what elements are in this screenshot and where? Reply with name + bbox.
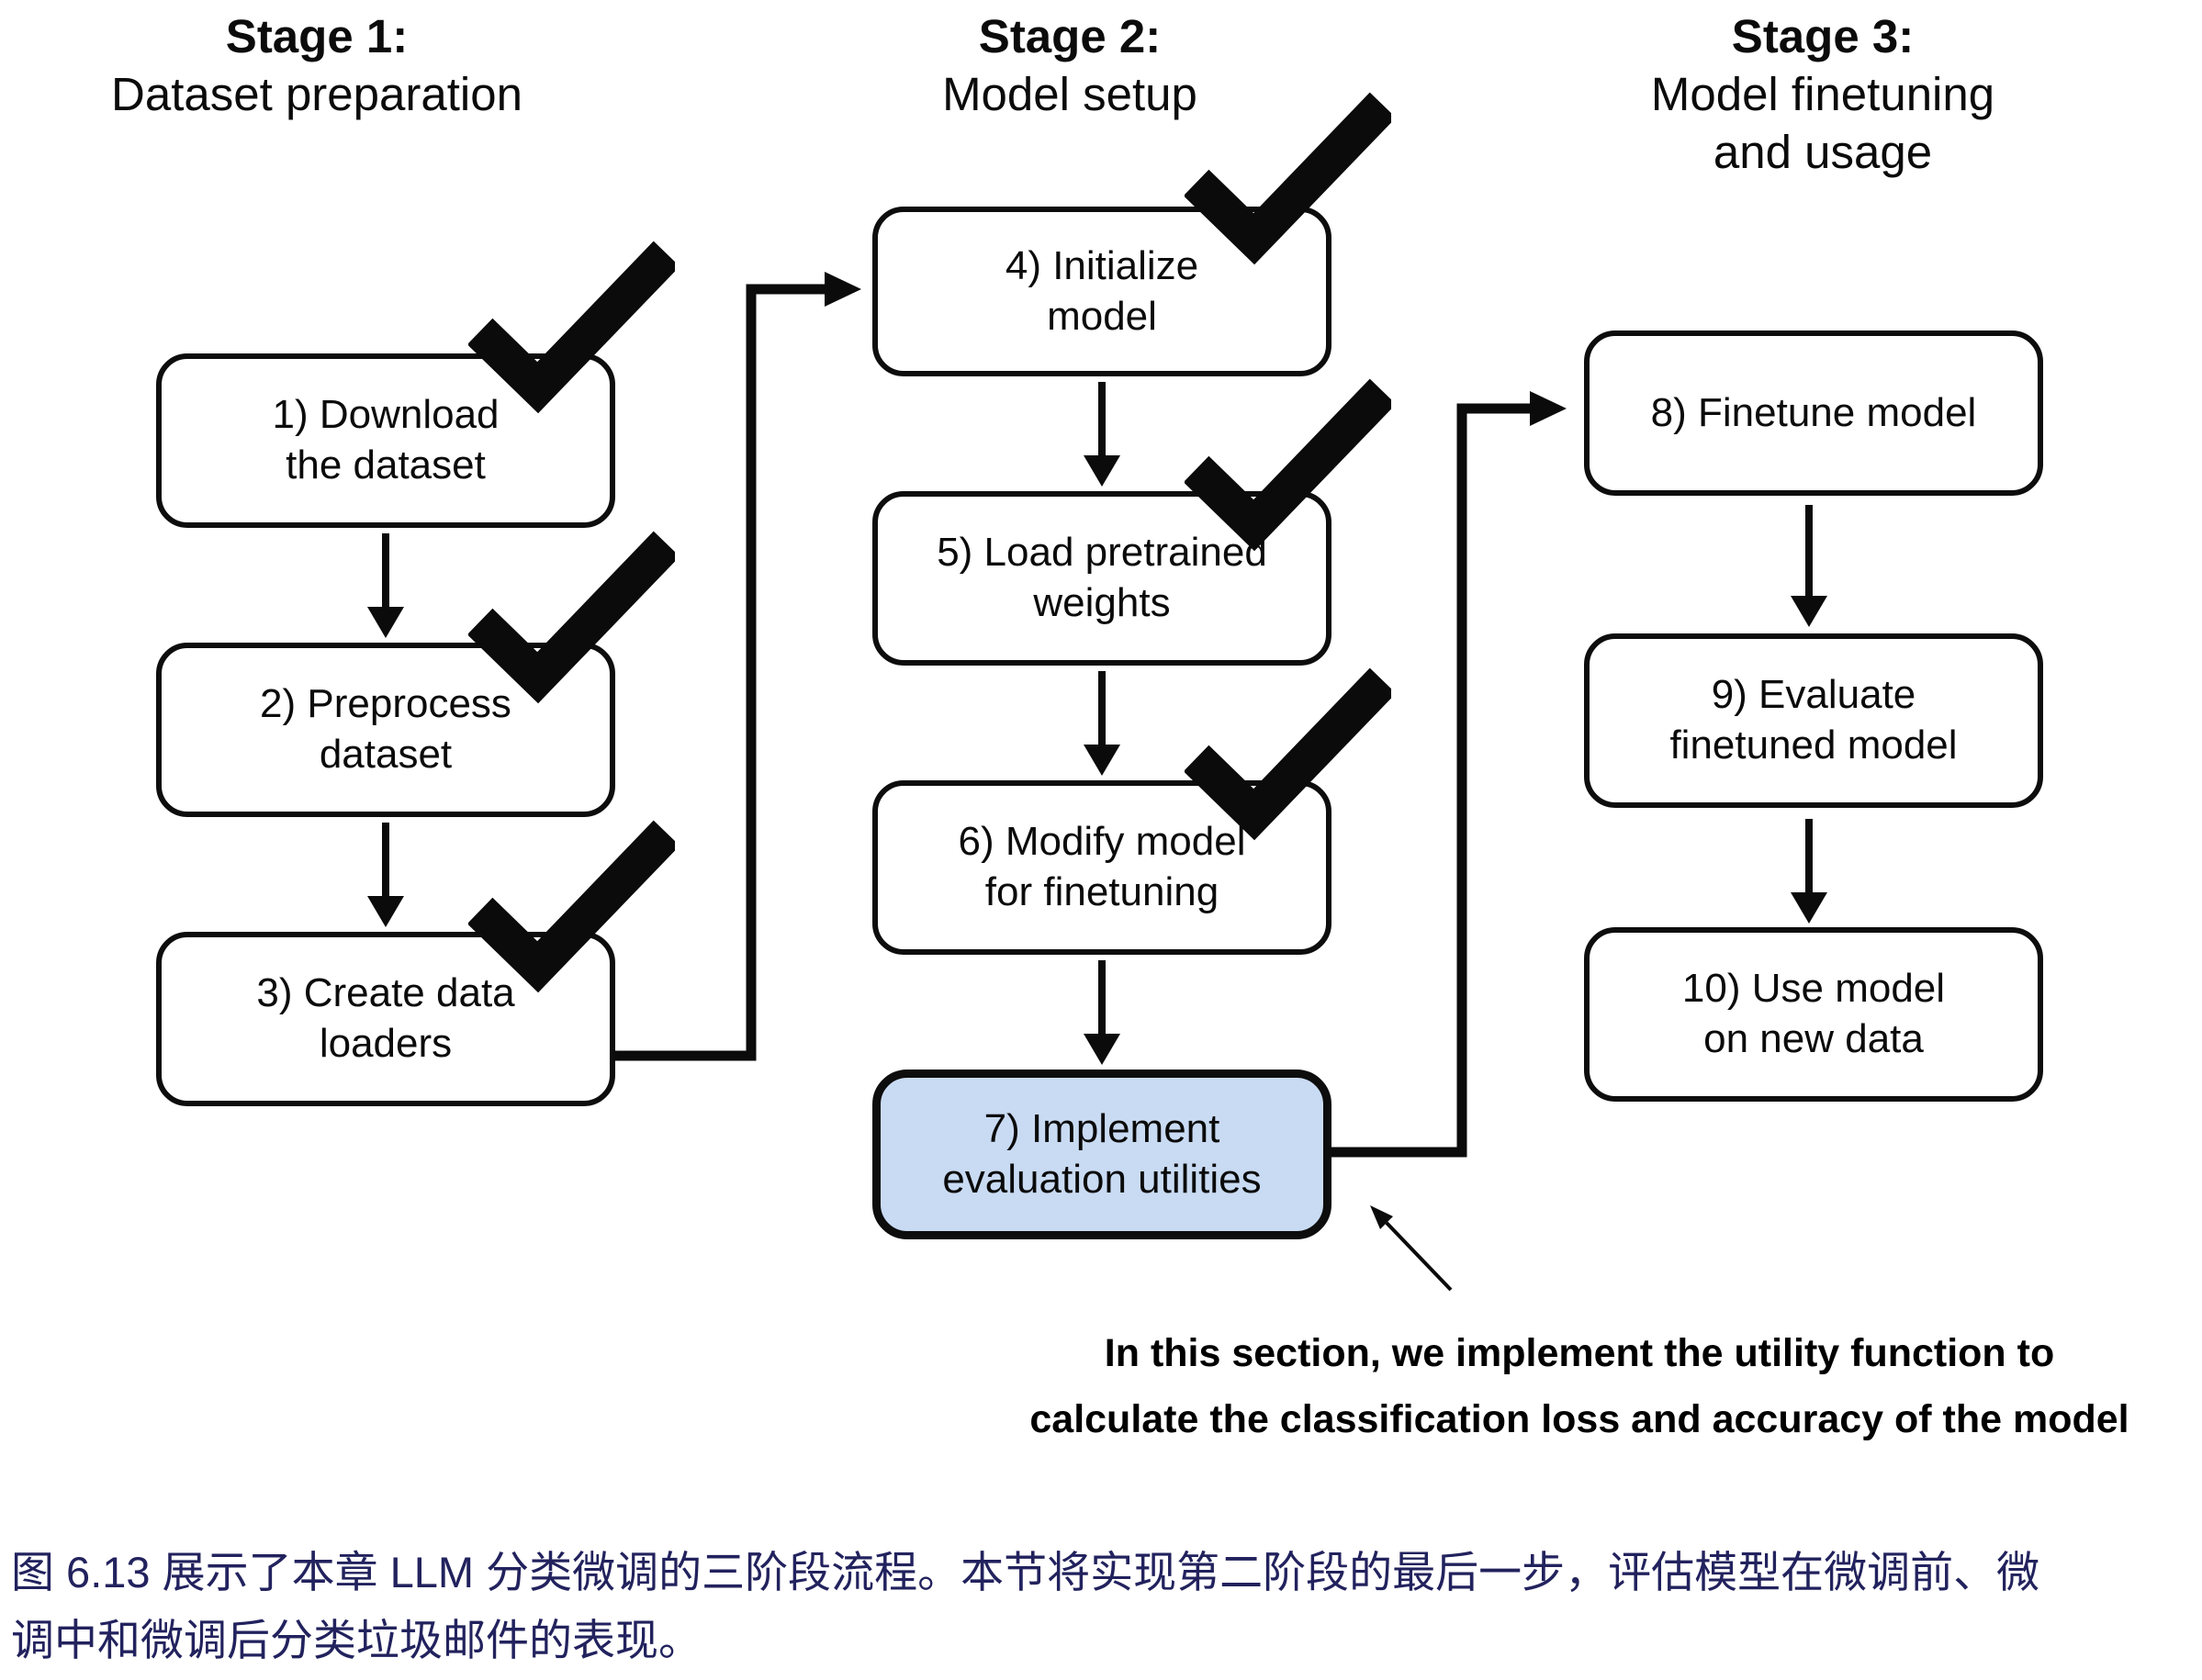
stage-2-subtitle: Model setup: [942, 68, 1197, 120]
stage-1-subtitle: Dataset preparation: [111, 68, 522, 120]
checkmark-icon: [468, 820, 675, 993]
arrow-down-icon: [367, 823, 404, 927]
flow-box-8: 8) Finetune model: [1584, 330, 2043, 496]
arrow-down-icon: [1791, 505, 1827, 627]
flow-box-10: 10) Use model on new data: [1584, 927, 2043, 1102]
figure-caption: 图 6.13 展示了本章 LLM 分类微调的三阶段流程。本节将实现第二阶段的最后…: [11, 1548, 2040, 1664]
flow-box-9: 9) Evaluate finetuned model: [1584, 633, 2043, 808]
stage-3-title: Stage 3:: [1731, 10, 1915, 62]
flow-box-6: 6) Modify model for finetuning: [872, 780, 1331, 955]
stage-3-heading: Stage 3: Model finetuning and usage: [1529, 7, 2117, 181]
arrow-down-icon: [1791, 819, 1827, 924]
connector-box7-to-box8: [1330, 391, 1567, 1158]
checkmark-icon: [468, 241, 675, 414]
flow-box-3: 3) Create data loaders: [156, 932, 615, 1106]
connector-box3-to-box4: [613, 272, 861, 1061]
annotation-arrow-icon: [1370, 1205, 1453, 1292]
arrow-down-icon: [1084, 671, 1120, 776]
stage-1-title: Stage 1:: [225, 10, 409, 62]
stage-2-title: Stage 2:: [978, 10, 1162, 62]
arrow-down-icon: [367, 533, 404, 638]
flow-box-7: 7) Implement evaluation utilities: [872, 1070, 1331, 1239]
checkmark-icon: [1185, 92, 1391, 265]
stage-2-heading: Stage 2: Model setup: [776, 7, 1364, 123]
arrow-down-icon: [1084, 960, 1120, 1065]
stage-1-heading: Stage 1: Dataset preparation: [23, 7, 611, 123]
stage-3-subtitle: Model finetuning and usage: [1650, 68, 1995, 178]
checkmark-icon: [1185, 667, 1391, 841]
arrow-down-icon: [1084, 382, 1120, 487]
annotation-text: In this section, we implement the utilit…: [1029, 1331, 2129, 1441]
checkmark-icon: [468, 531, 675, 704]
checkmark-icon: [1185, 378, 1391, 552]
